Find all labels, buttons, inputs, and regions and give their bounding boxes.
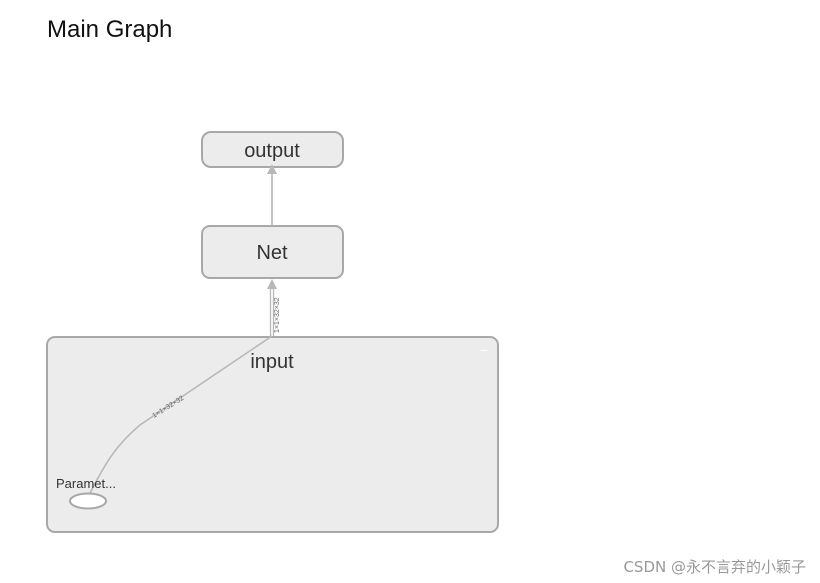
- parameter-node[interactable]: Paramet...: [56, 476, 116, 510]
- page-title: Main Graph: [47, 16, 173, 43]
- input-node-box: [46, 336, 499, 533]
- input-node[interactable]: input −: [46, 336, 499, 533]
- output-node-label: output: [244, 140, 300, 162]
- output-node[interactable]: output: [201, 131, 344, 168]
- edge-input-to-net-arrowhead: [267, 279, 277, 289]
- net-node-label: Net: [256, 242, 288, 264]
- net-node[interactable]: Net: [201, 225, 344, 279]
- edge-param-to-input-curve: [89, 335, 273, 494]
- edge-input-to-net[interactable]: 1×1×32×32: [267, 279, 281, 336]
- parameter-node-ellipse: [69, 492, 107, 510]
- collapse-icon[interactable]: −: [480, 342, 488, 358]
- edge-input-to-net-label: 1×1×32×32: [274, 297, 281, 333]
- watermark: CSDN @永不言弃的小颖子: [623, 558, 806, 576]
- net-node-box: [201, 225, 344, 279]
- input-node-label: input: [250, 351, 294, 373]
- parameter-node-label: Paramet...: [56, 476, 116, 491]
